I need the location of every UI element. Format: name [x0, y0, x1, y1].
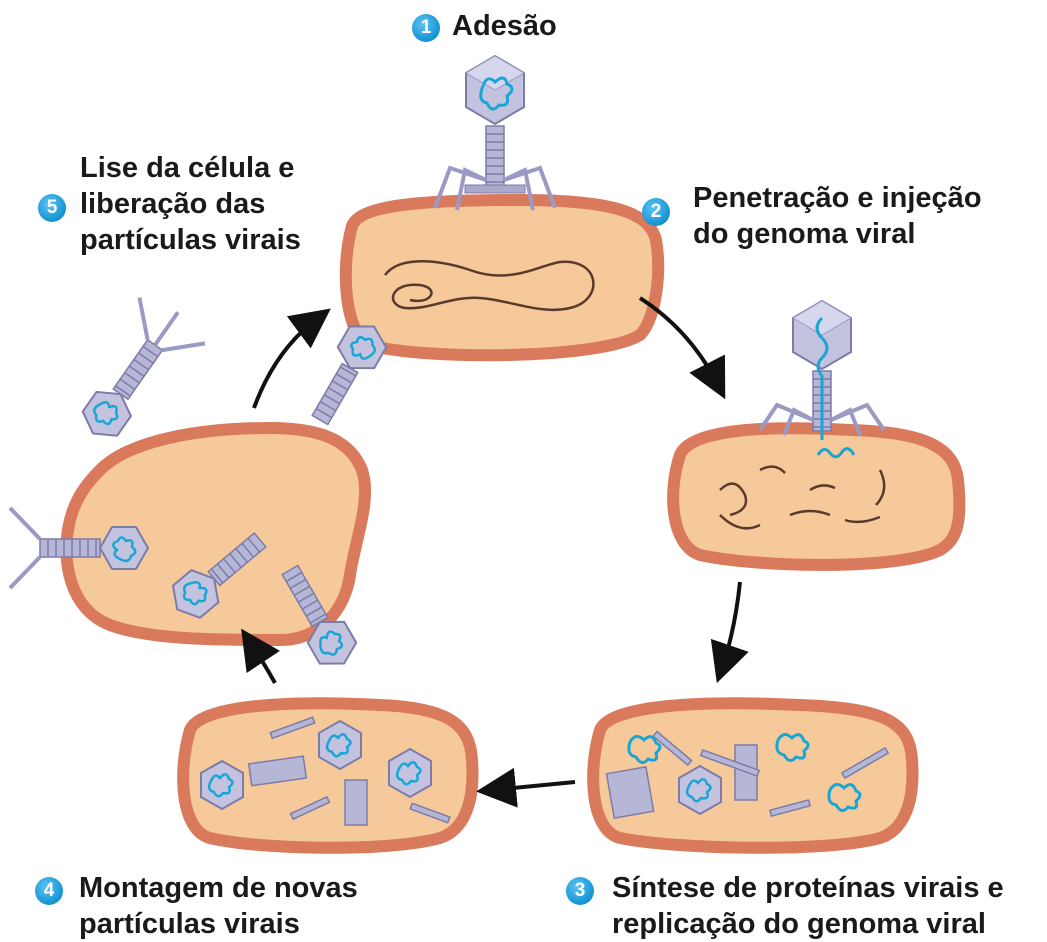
step-2-badge: 2	[642, 198, 670, 226]
step-4-badge: 4	[35, 877, 63, 905]
arrow-5-to-1	[254, 318, 318, 408]
step-1-badge: 1	[412, 14, 440, 42]
cell-penetration	[673, 428, 959, 565]
step-3-label: Síntese de proteínas virais e replicação…	[612, 870, 1004, 942]
step-4-label: Montagem de novas partículas virais	[79, 870, 358, 942]
arrow-4-to-5	[250, 642, 275, 683]
step-5-label: Lise da célula e liberação das partícula…	[80, 150, 301, 258]
cell-assembly	[183, 703, 472, 848]
arrow-2-to-3	[722, 582, 740, 668]
phage-injecting	[760, 301, 884, 440]
step-5-badge: 5	[38, 194, 66, 222]
phage-attached	[435, 56, 555, 210]
arrow-3-to-4	[492, 782, 575, 790]
step-1-label: Adesão	[452, 8, 557, 44]
step-3-badge: 3	[566, 877, 594, 905]
step-2-label: Penetração e injeção do genoma viral	[693, 180, 982, 252]
cell-synthesis	[593, 703, 912, 848]
cell-attachment	[346, 200, 658, 355]
